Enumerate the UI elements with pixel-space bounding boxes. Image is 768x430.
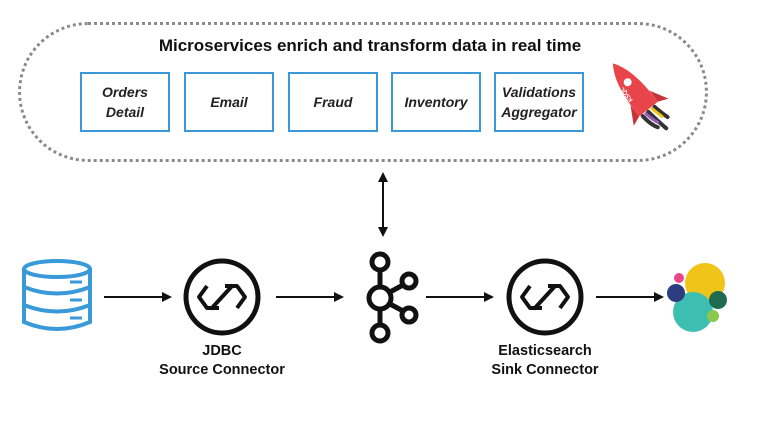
source-connector-label: JDBC Source Connector [159, 343, 285, 378]
source-connector-icon [183, 258, 261, 336]
diagram-title: Microservices enrich and transform data … [158, 36, 582, 55]
sink-connector-label: Elasticsearch Sink Connector [491, 343, 599, 378]
kafka-icon [366, 251, 419, 344]
sink-connector-icon [506, 258, 584, 336]
service-fraud: Fraud [288, 72, 378, 132]
elasticsearch-icon [667, 263, 727, 332]
service-inventory: Inventory [391, 72, 481, 132]
service-email: Email [184, 72, 274, 132]
service-orders-detail: Orders Detail [80, 72, 170, 132]
microservices-cloud [18, 22, 708, 162]
database-icon [22, 259, 92, 331]
service-validations-aggregator: Validations Aggregator [494, 72, 584, 132]
